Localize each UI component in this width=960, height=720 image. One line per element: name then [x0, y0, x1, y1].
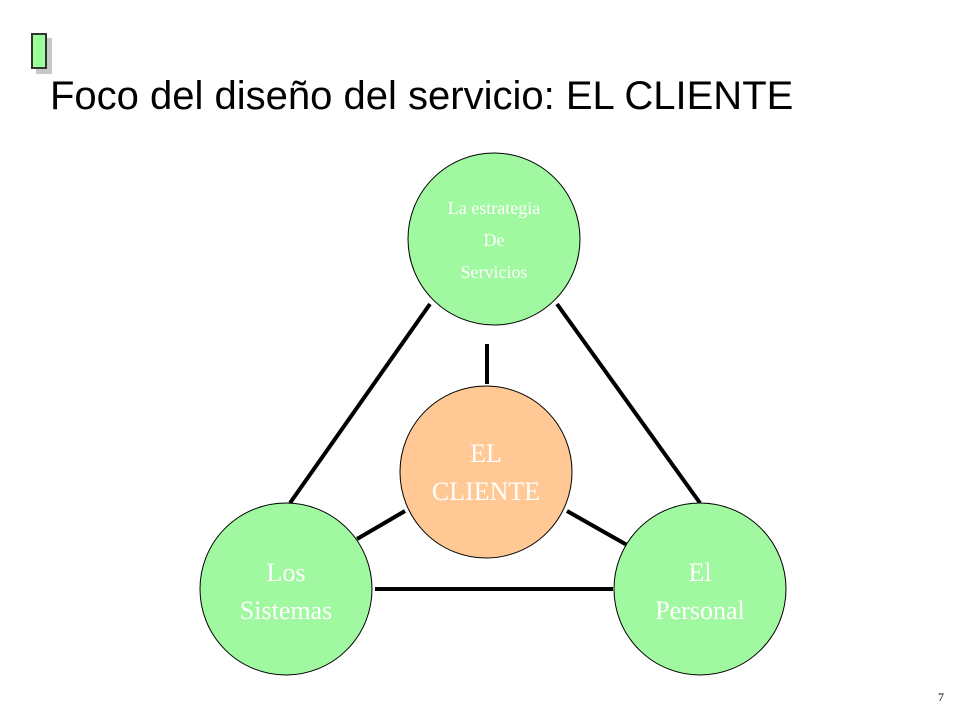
node-systems-circle: [199, 502, 373, 676]
line-client-systems: [355, 509, 407, 541]
node-systems-line-2: Sistemas: [240, 596, 332, 625]
node-client-circle: [399, 385, 573, 559]
node-staff-line-1: El: [688, 558, 711, 587]
node-systems: Los Sistemas: [199, 502, 373, 676]
node-systems-line-1: Los: [267, 558, 306, 587]
node-staff: El Personal: [613, 502, 787, 676]
node-staff-circle: [613, 502, 787, 676]
node-strategy-line-3: Servicios: [461, 262, 528, 282]
node-strategy-circle: [407, 152, 581, 326]
node-client: EL CLIENTE: [399, 385, 573, 559]
title-bullet-icon: [31, 33, 47, 69]
page-number: 7: [938, 690, 944, 704]
node-client-line-2: CLIENTE: [432, 477, 540, 506]
line-strategy-systems: [288, 302, 432, 505]
node-client-line-1: EL: [470, 439, 502, 468]
node-strategy: La estrategia De Servicios: [407, 152, 581, 326]
node-staff-line-2: Personal: [655, 596, 745, 625]
connector-lines: [288, 302, 702, 591]
line-client-staff: [566, 509, 628, 547]
slide-title: Foco del diseño del servicio: EL CLIENTE: [50, 74, 794, 118]
node-strategy-line-2: De: [484, 230, 505, 250]
node-strategy-line-1: La estrategia: [448, 198, 540, 218]
line-strategy-staff: [555, 302, 702, 505]
